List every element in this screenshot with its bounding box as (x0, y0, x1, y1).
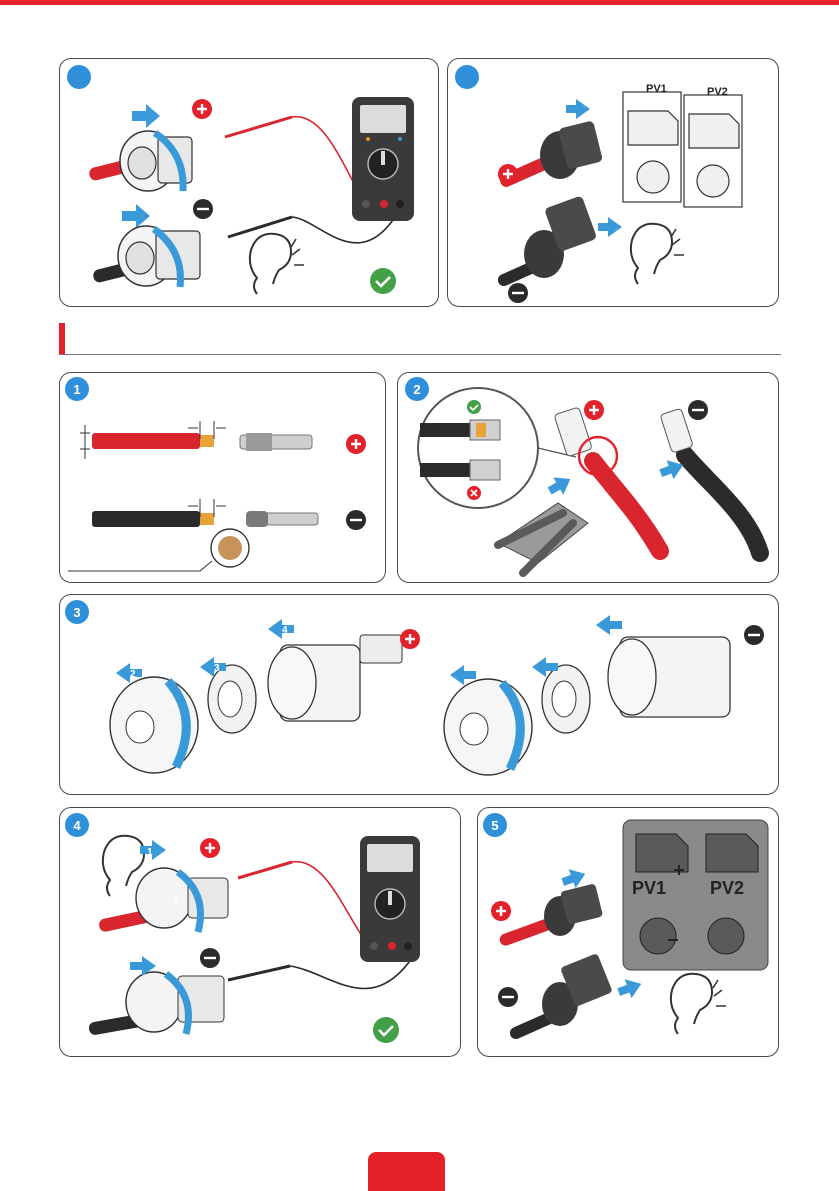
sub-step-2-label: 2 (130, 669, 136, 680)
pv1-port-label: PV1 (646, 83, 667, 95)
sub-step-4-label: 4 (282, 625, 288, 636)
page-number-tab (368, 1152, 445, 1191)
negative-connector-illustration (92, 226, 200, 287)
plus-badge-icon (200, 838, 220, 858)
step-badge-blank-icon (455, 65, 479, 89)
push-arrow-icon (596, 615, 622, 635)
panel-insert-connectors: PV1 PV2 (447, 58, 779, 307)
ear-icon (671, 974, 726, 1034)
pv-port-panel-illustration (623, 92, 742, 207)
positive-connector-illustration (98, 868, 228, 933)
top-accent-bar (0, 0, 839, 5)
plus-badge-icon (584, 400, 604, 420)
minus-badge-icon (498, 987, 518, 1007)
plus-badge-icon (192, 99, 212, 119)
multimeter-icon (360, 836, 420, 962)
negative-connector-illustration (88, 972, 224, 1036)
stripped-black-cable-illustration (92, 499, 226, 527)
sub-step-1-label: 1 (170, 699, 176, 710)
positive-crimp-contact-illustration (240, 433, 312, 451)
plus-badge-icon (400, 629, 420, 649)
minus-badge-icon (688, 400, 708, 420)
sub-step-3-label: 3 (214, 663, 220, 674)
sub-step-2-label: 2 (173, 896, 179, 907)
push-arrow-icon (545, 470, 576, 499)
positive-connector-illustration (88, 131, 192, 191)
step-number-2: 2 (413, 382, 420, 397)
step-number-4: 4 (73, 818, 81, 833)
ear-icon (250, 234, 304, 294)
ear-icon (631, 224, 684, 284)
push-arrow-icon (122, 204, 150, 228)
panel-step-2-crimp: 2 (397, 372, 779, 583)
pv1-port-label: PV1 (632, 878, 666, 898)
minus-badge-icon (744, 625, 764, 645)
minus-badge-icon (346, 510, 366, 530)
positive-connector-illustration (498, 883, 603, 947)
minus-badge-icon (193, 199, 213, 219)
cross-icon (467, 486, 481, 500)
push-arrow-icon (268, 619, 294, 639)
strand-detail-illustration (68, 529, 249, 571)
panel-2-illustration: 2 (398, 373, 780, 584)
minus-badge-icon (508, 283, 528, 303)
step-badge-blank-icon (67, 65, 91, 89)
negative-crimp-contact-illustration (246, 511, 318, 527)
push-arrow-icon (566, 99, 590, 119)
panel-1-illustration: 1 (60, 373, 387, 584)
positive-assembly-illustration (110, 635, 402, 773)
push-arrow-icon (598, 217, 622, 237)
panel-4-illustration: 4 1 2 (60, 808, 462, 1058)
panel-3-illustration: 3 2 3 4 1 (60, 595, 780, 796)
negative-connector-illustration (508, 953, 613, 1041)
sub-step-1-label: 1 (147, 847, 153, 858)
check-icon (373, 1017, 399, 1043)
step-number-3: 3 (73, 605, 80, 620)
push-arrow-icon (615, 974, 644, 1001)
panel-a-illustration (60, 59, 440, 308)
negative-connector-illustration (496, 195, 597, 288)
step-number-1: 1 (73, 382, 80, 397)
stripped-red-cable-illustration (80, 421, 226, 459)
panel-b-illustration: PV1 PV2 (448, 59, 780, 308)
negative-assembly-illustration (444, 637, 730, 775)
check-icon (467, 400, 481, 414)
panel-step-5-connect: 5 PV1 PV2 (477, 807, 779, 1057)
section-rule (59, 354, 781, 355)
minus-badge-icon (200, 948, 220, 968)
check-icon (370, 268, 396, 294)
plus-badge-icon (491, 901, 511, 921)
panel-step-1-strip-cable: 1 (59, 372, 386, 583)
crimping-tool-illustration (498, 503, 588, 573)
panel-step-4-test: 4 1 2 (59, 807, 461, 1057)
multimeter-icon (352, 97, 414, 221)
pv2-port-label: PV2 (707, 86, 728, 98)
panel-test-connectors (59, 58, 439, 307)
plus-badge-icon (346, 434, 366, 454)
panel-step-3-assemble: 3 2 3 4 1 (59, 594, 779, 795)
plus-badge-icon (498, 164, 518, 184)
section-marker (59, 323, 65, 355)
black-cable-crimped-illustration (660, 408, 760, 553)
panel-5-illustration: 5 PV1 PV2 (478, 808, 780, 1058)
pv2-port-label: PV2 (710, 878, 744, 898)
step-number-5: 5 (491, 818, 498, 833)
push-arrow-icon (132, 104, 160, 128)
